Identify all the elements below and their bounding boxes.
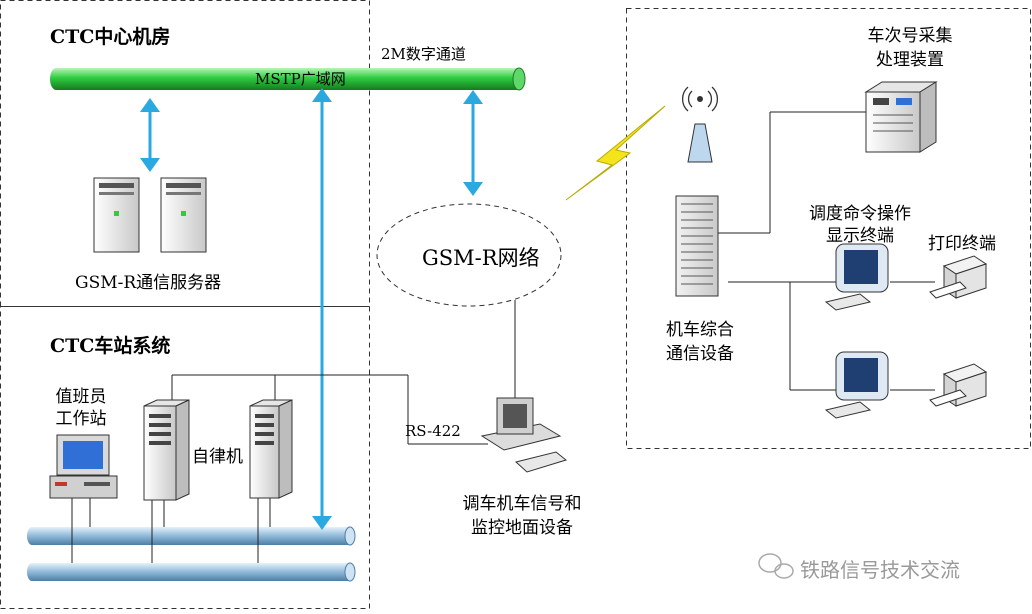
ctc-station-region: [0, 306, 370, 609]
arrow-mstp-server: [140, 98, 160, 172]
autonomous-machine-left-icon: [143, 399, 190, 501]
gsmr-server-label: GSM-R通信服务器: [75, 273, 222, 293]
ctc-station-title: CTC车站系统: [50, 335, 171, 357]
shunting-computer-icon: [480, 397, 568, 473]
printer-lower-icon: [929, 363, 988, 407]
shunting-line2: 监控地面设备: [471, 518, 573, 538]
duty-station-label: 值班员 工作站: [46, 386, 116, 430]
duty-station-line2: 工作站: [55, 409, 107, 429]
gsmr-network-label: GSM-R网络: [422, 246, 540, 270]
loco-comm-label: 机车综合 通信设备: [660, 318, 740, 366]
gsmr-server-left-icon: [93, 177, 140, 253]
antenna-icon: [682, 86, 718, 163]
train-number-label: 车次号采集 处理装置: [850, 24, 970, 72]
station-bus-lower: [27, 562, 356, 582]
ctc-center-title: CTC中心机房: [50, 26, 171, 48]
arrow-mstp-gsmr: [463, 90, 483, 196]
dispatch-monitor-lower-icon: [824, 351, 889, 419]
dispatch-display-label: 调度命令操作 显示终端: [800, 203, 920, 247]
printer-label: 打印终端: [928, 234, 996, 254]
connection-lines: [71, 111, 935, 563]
onboard-region: [626, 8, 1031, 449]
train-number-line2: 处理装置: [876, 50, 944, 70]
autonomous-label: 自律机: [192, 447, 243, 467]
wechat-logo-icon: [758, 553, 794, 579]
loco-comm-line1: 机车综合: [666, 320, 734, 340]
loco-comm-rack-icon: [675, 195, 719, 297]
duty-station-line1: 值班员: [55, 387, 107, 407]
loco-comm-line2: 通信设备: [666, 344, 734, 364]
arrow-mstp-station-bus: [312, 88, 332, 530]
dispatch-monitor-upper-icon: [824, 243, 889, 311]
dispatch-display-line1: 调度命令操作: [809, 204, 911, 224]
station-bus-upper: [27, 526, 356, 546]
rs422-label: RS-422: [405, 422, 461, 440]
watermark-text: 铁路信号技术交流: [800, 558, 960, 582]
train-number-processor-icon: [864, 81, 938, 153]
autonomous-machine-right-icon: [249, 399, 293, 499]
printer-upper-icon: [929, 255, 988, 299]
wireless-lightning-icon: [565, 105, 666, 201]
mstp-label: MSTP广域网: [255, 70, 346, 88]
gsmr-network-ellipse: [376, 203, 562, 307]
train-number-line1: 车次号采集: [867, 26, 953, 46]
shunting-line1: 调车机车信号和: [462, 494, 582, 514]
channel-label: 2M数字通道: [381, 45, 466, 63]
workstation-icon: [49, 434, 118, 499]
dispatch-display-line2: 显示终端: [826, 226, 894, 246]
mstp-bus: [50, 67, 526, 91]
gsmr-server-right-icon: [160, 177, 207, 253]
shunting-label: 调车机车信号和 监控地面设备: [442, 492, 602, 540]
